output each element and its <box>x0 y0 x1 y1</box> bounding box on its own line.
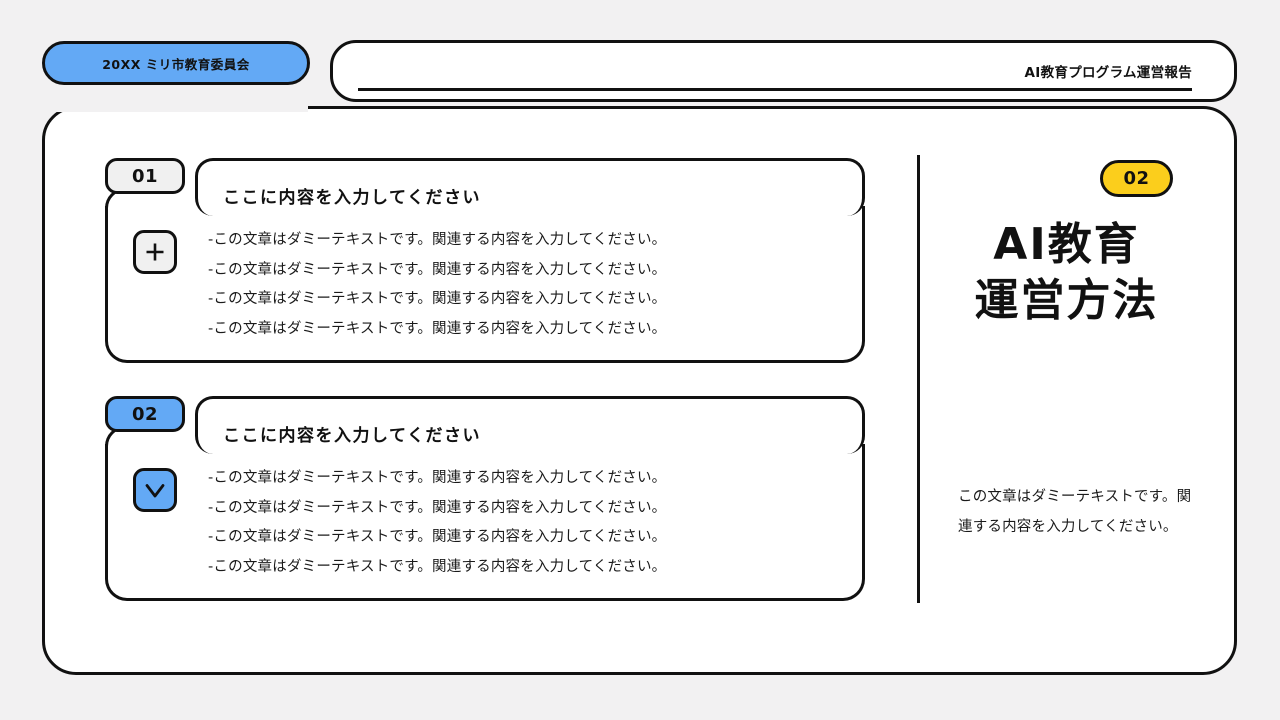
list-item: -この文章はダミーテキストです。関連する内容を入力してください。 <box>208 232 667 248</box>
section-01-heading: ここに内容を入力してください <box>223 188 481 208</box>
list-item: -この文章はダミーテキストです。関連する内容を入力してください。 <box>208 261 667 278</box>
section-02-heading-card <box>195 396 865 454</box>
list-item: -この文章はダミーテキストです。関連する内容を入力してください。 <box>208 291 667 307</box>
section-01-body-card <box>105 206 865 363</box>
list-item: -この文章はダミーテキストです。関連する内容を入力してください。 <box>208 320 667 337</box>
section-02-body-card <box>105 444 865 601</box>
organization-pill-label: 20XX ミリ市教育委員会 <box>102 56 250 72</box>
right-column-badge-label: 02 <box>1123 168 1150 189</box>
plus-icon[interactable] <box>133 230 177 274</box>
right-column-badge[interactable]: 02 <box>1100 160 1173 197</box>
header-bar <box>330 40 1237 102</box>
right-column-title-line-2: 運営方法 <box>974 275 1159 326</box>
section-01-badge[interactable]: 01 <box>105 158 185 194</box>
section-01-heading-card <box>195 158 865 216</box>
section-01-lines: -この文章はダミーテキストです。関連する内容を入力してください。 -この文章はダ… <box>208 226 666 344</box>
section-02-lines: -この文章はダミーテキストです。関連する内容を入力してください。 -この文章はダ… <box>208 464 666 582</box>
section-02-badge-label: 02 <box>131 403 159 425</box>
list-item: -この文章はダミーテキストです。関連する内容を入力してください。 <box>208 499 667 516</box>
check-icon[interactable] <box>133 468 177 512</box>
section-02-badge[interactable]: 02 <box>105 396 185 432</box>
header-title: AI教育プログラム運営報告 <box>1024 65 1192 81</box>
organization-pill[interactable]: 20XX ミリ市教育委員会 <box>42 41 310 85</box>
section-01-badge-label: 01 <box>131 165 159 187</box>
list-item: -この文章はダミーテキストです。関連する内容を入力してください。 <box>208 529 667 545</box>
section-02-heading: ここに内容を入力してください <box>223 426 481 446</box>
header-underline <box>358 88 1192 91</box>
right-column-title: AI教育 運営方法 <box>940 217 1193 329</box>
list-item: -この文章はダミーテキストです。関連する内容を入力してください。 <box>208 470 667 486</box>
list-item: -この文章はダミーテキストです。関連する内容を入力してください。 <box>208 558 667 575</box>
right-column-title-line-1: AI教育 <box>993 219 1140 270</box>
right-column-paragraph: この文章はダミーテキストです。関連する内容を入力してください。 <box>958 489 1192 535</box>
column-divider <box>917 155 920 603</box>
frame-notch-mask <box>46 100 308 112</box>
